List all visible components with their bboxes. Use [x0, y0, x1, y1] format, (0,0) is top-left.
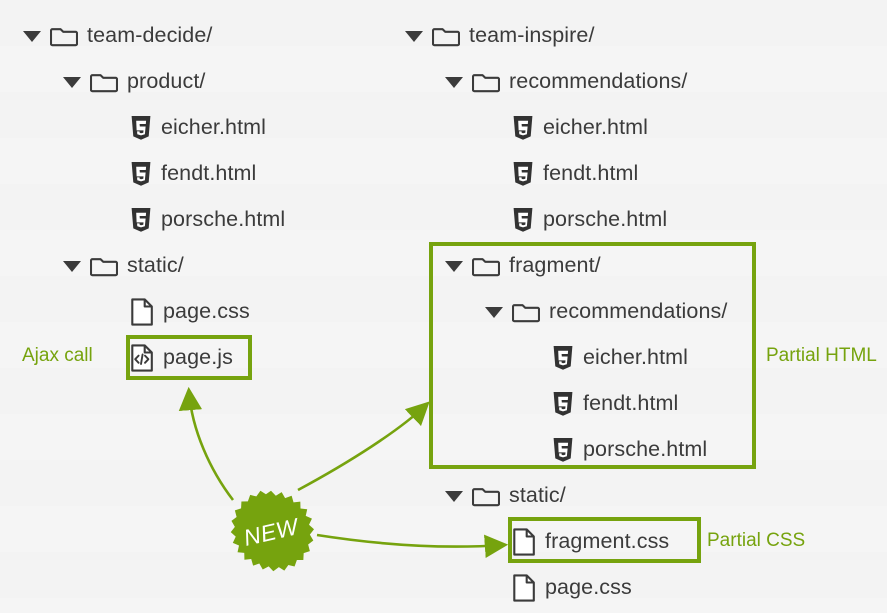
html5-icon: [131, 116, 151, 140]
tree-row[interactable]: fendt.html: [484, 151, 638, 197]
tree-row-label: page.css: [163, 299, 250, 324]
highlight-box-page-js: [126, 335, 252, 380]
tree-row[interactable]: recommendations/: [444, 59, 687, 105]
tree-row-label: page.css: [545, 575, 632, 600]
tree-row[interactable]: static/: [62, 243, 184, 289]
tree-row[interactable]: eicher.html: [524, 335, 688, 381]
tree-row-label: fragment.css: [545, 529, 670, 554]
chevron-down-icon[interactable]: [62, 59, 82, 105]
tree-row[interactable]: page.css: [484, 565, 632, 611]
html5-icon: [131, 162, 151, 186]
chevron-down-icon[interactable]: [62, 243, 82, 289]
html5-icon: [513, 162, 533, 186]
file-icon: [131, 298, 153, 326]
folder-icon: [472, 74, 500, 93]
chevron-down-icon[interactable]: [484, 289, 504, 335]
starburst-icon: [230, 490, 314, 572]
folder-icon: [472, 258, 500, 277]
annotation-partial-html: Partial HTML: [766, 345, 877, 366]
tree-row-label: team-inspire/: [469, 23, 595, 48]
chevron-down-icon[interactable]: [404, 13, 424, 59]
tree-row-label: fendt.html: [543, 161, 639, 186]
tree-row-label: porsche.html: [543, 207, 668, 232]
folder-icon: [90, 74, 118, 93]
folder-icon: [90, 258, 118, 277]
html5-icon: [131, 208, 151, 232]
annotation-partial-css: Partial CSS: [707, 530, 806, 551]
tree-row-label: fendt.html: [161, 161, 257, 186]
tree-row-label: static/: [509, 483, 566, 508]
tree-row-label: recommendations/: [549, 299, 728, 324]
tree-row[interactable]: page.css: [102, 289, 250, 335]
tree-row[interactable]: team-inspire/: [404, 13, 595, 59]
annotation-ajax-call: Ajax call: [22, 345, 93, 366]
tree-row[interactable]: fragment/: [444, 243, 601, 289]
tree-row[interactable]: static/: [444, 473, 566, 519]
html5-icon: [513, 208, 533, 232]
tree-row-label: eicher.html: [543, 115, 649, 140]
folder-icon: [512, 304, 540, 323]
tree-row[interactable]: porsche.html: [524, 427, 707, 473]
tree-row[interactable]: product/: [62, 59, 206, 105]
code-file-icon: [131, 344, 153, 372]
tree-row-label: page.js: [163, 345, 234, 370]
arrow-new-to-pagejs: [178, 386, 235, 501]
folder-icon: [50, 28, 78, 47]
tree-row-label: eicher.html: [161, 115, 267, 140]
highlight-box-fragment-css: [508, 517, 701, 563]
tree-row-label: team-decide/: [87, 23, 213, 48]
tree-row[interactable]: page.js: [102, 335, 233, 381]
folder-icon: [472, 488, 500, 507]
tree-row[interactable]: fendt.html: [102, 151, 256, 197]
folder-icon: [432, 28, 460, 47]
tree-row[interactable]: eicher.html: [102, 105, 266, 151]
chevron-down-icon[interactable]: [22, 13, 42, 59]
html5-icon: [553, 346, 573, 370]
html5-icon: [553, 438, 573, 462]
highlight-box-fragment-dir: [429, 242, 756, 469]
tree-row-label: static/: [127, 253, 184, 278]
arrow-new-to-fragment-dir: [297, 401, 430, 492]
html5-icon: [553, 392, 573, 416]
tree-row-label: porsche.html: [583, 437, 708, 462]
tree-row-label: fendt.html: [583, 391, 679, 416]
tree-row[interactable]: fragment.css: [484, 519, 669, 565]
tree-row[interactable]: eicher.html: [484, 105, 648, 151]
tree-row[interactable]: porsche.html: [484, 197, 667, 243]
tree-row-label: product/: [127, 69, 206, 94]
tree-row-label: porsche.html: [161, 207, 286, 232]
chevron-down-icon[interactable]: [444, 473, 464, 519]
file-icon: [513, 528, 535, 556]
tree-row[interactable]: porsche.html: [102, 197, 285, 243]
tree-row[interactable]: recommendations/: [484, 289, 727, 335]
file-icon: [513, 574, 535, 602]
tree-row[interactable]: fendt.html: [524, 381, 678, 427]
chevron-down-icon[interactable]: [444, 243, 464, 289]
html5-icon: [513, 116, 533, 140]
tree-row-label: eicher.html: [583, 345, 689, 370]
chevron-down-icon[interactable]: [444, 59, 464, 105]
new-badge: NEW: [228, 489, 314, 575]
tree-row-label: recommendations/: [509, 69, 688, 94]
tree-row[interactable]: team-decide/: [22, 13, 213, 59]
tree-row-label: fragment/: [509, 253, 601, 278]
arrow-new-to-fragmentcss: [316, 533, 509, 558]
